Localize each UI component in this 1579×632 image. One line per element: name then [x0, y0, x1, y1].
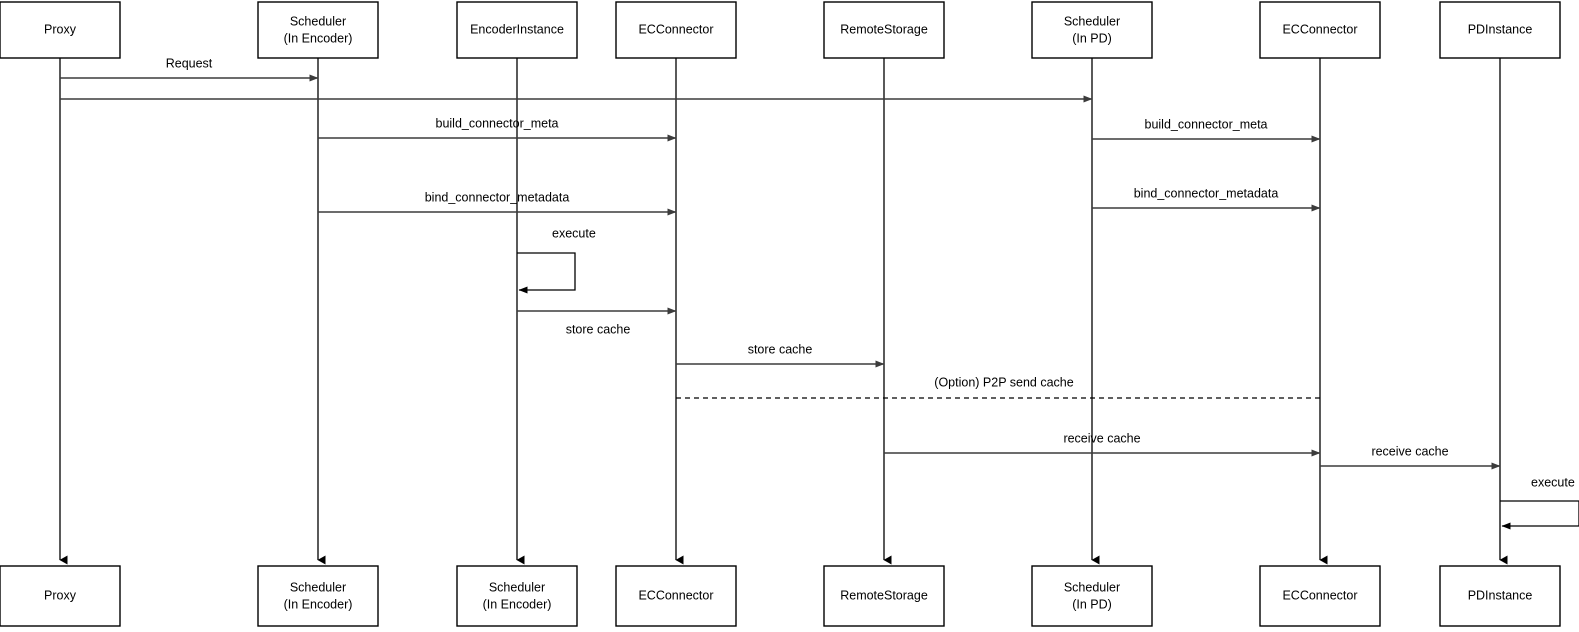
participant-label-line2: (In Encoder)	[284, 597, 353, 611]
message-receive-cache[interactable]: receive cache	[884, 431, 1321, 457]
participant-box-proxy-bottom[interactable]: Proxy	[0, 565, 121, 627]
message-request[interactable]: Request	[60, 56, 319, 82]
participant-box-ecconn_pd-top[interactable]: ECConnector	[1259, 1, 1381, 59]
participant-box-rect	[1439, 565, 1561, 627]
message-label: receive cache	[1063, 431, 1140, 445]
message-label: bind_connector_metadata	[425, 190, 570, 204]
dashed-message--option-p2p-send-cache[interactable]: (Option) P2P send cache	[676, 375, 1320, 399]
message-build-connector-meta[interactable]: build_connector_meta	[1092, 117, 1321, 143]
message-bind-connector-metadata[interactable]: bind_connector_metadata	[318, 190, 677, 216]
participant-label-line1: EncoderInstance	[470, 22, 564, 36]
participant-box-rect	[823, 1, 945, 59]
participant-label-line1: Scheduler	[489, 580, 545, 594]
participant-box-proxy-top[interactable]: Proxy	[0, 1, 121, 59]
participant-label-line1: Scheduler	[290, 580, 346, 594]
participant-box-remote_store-top[interactable]: RemoteStorage	[823, 1, 945, 59]
participant-box-rect	[1031, 565, 1153, 627]
participant-label-line1: RemoteStorage	[840, 22, 928, 36]
participant-box-rect	[0, 1, 121, 59]
participant-box-remote_store-bottom[interactable]: RemoteStorage	[823, 565, 945, 627]
participant-box-ecconn_pd-bottom[interactable]: ECConnector	[1259, 565, 1381, 627]
participant-box-sched_pd-bottom[interactable]: Scheduler (In PD)	[1031, 565, 1153, 627]
participant-label-line2: (In Encoder)	[483, 597, 552, 611]
participant-label-line2: (In PD)	[1072, 31, 1112, 45]
participant-box-rect	[1031, 1, 1153, 59]
participant-box-rect	[615, 1, 737, 59]
message-bind-connector-metadata[interactable]: bind_connector_metadata	[1092, 186, 1321, 212]
participant-box-ecconn_enc-top[interactable]: ECConnector	[615, 1, 737, 59]
message-label: build_connector_meta	[1145, 117, 1268, 131]
participant-label-line1: RemoteStorage	[840, 588, 928, 602]
participant-box-rect	[1259, 565, 1381, 627]
message-build-connector-meta[interactable]: build_connector_meta	[318, 116, 677, 142]
message-store-cache[interactable]: store cache	[676, 342, 885, 368]
self-call-path	[1500, 500, 1579, 530]
participant-label-line2: (In Encoder)	[284, 31, 353, 45]
participant-box-ecconn_enc-bottom[interactable]: ECConnector	[615, 565, 737, 627]
participant-box-encoder_inst-top[interactable]: EncoderInstance	[456, 1, 578, 59]
participant-box-rect	[456, 565, 578, 627]
participant-label-line1: Proxy	[44, 588, 77, 602]
lifelines-layer	[59, 58, 1508, 565]
participant-label-line1: ECConnector	[1282, 22, 1357, 36]
message-label: store cache	[748, 342, 813, 356]
participant-label-line2: (In PD)	[1072, 597, 1112, 611]
message-receive-cache[interactable]: receive cache	[1320, 444, 1501, 470]
self-call-pd_inst[interactable]: execute	[1500, 475, 1579, 530]
self-call-encoder_inst[interactable]: execute	[517, 226, 596, 294]
participant-label-line1: ECConnector	[638, 22, 713, 36]
message-label: receive cache	[1371, 444, 1448, 458]
participant-box-rect	[257, 1, 379, 59]
participant-label-line1: Proxy	[44, 22, 77, 36]
participant-box-rect	[0, 565, 121, 627]
message-label: Request	[166, 56, 213, 70]
participant-box-rect	[615, 565, 737, 627]
self-call-path	[517, 252, 576, 294]
participant-box-rect	[1259, 1, 1381, 59]
message-label: build_connector_meta	[436, 116, 559, 130]
participant-label-line1: Scheduler	[1064, 580, 1120, 594]
participant-label-line1: ECConnector	[1282, 588, 1357, 602]
floating-label: store cache	[566, 322, 631, 336]
participant-label-line1: Scheduler	[290, 14, 346, 28]
participant-box-rect	[257, 565, 379, 627]
participant-label-line1: PDInstance	[1468, 588, 1533, 602]
message-label: bind_connector_metadata	[1134, 186, 1279, 200]
messages-layer: Request build_connector_meta build_connect…	[60, 56, 1579, 530]
dashed-message-label: (Option) P2P send cache	[934, 375, 1073, 389]
participant-box-sched_pd-top[interactable]: Scheduler (In PD)	[1031, 1, 1153, 59]
participant-box-sched_enc-top[interactable]: Scheduler (In Encoder)	[257, 1, 379, 59]
participant-box-pd_inst-bottom[interactable]: PDInstance	[1439, 565, 1561, 627]
participant-box-rect	[1439, 1, 1561, 59]
participant-label-line1: PDInstance	[1468, 22, 1533, 36]
participant-box-sched_enc-bottom[interactable]: Scheduler (In Encoder)	[257, 565, 379, 627]
participant-box-pd_inst-top[interactable]: PDInstance	[1439, 1, 1561, 59]
participant-box-rect	[456, 1, 578, 59]
participant-box-rect	[823, 565, 945, 627]
participant-label-line1: Scheduler	[1064, 14, 1120, 28]
self-call-label: execute	[1531, 475, 1575, 489]
self-call-label: execute	[552, 226, 596, 240]
participant-box-encoder_inst-bottom[interactable]: Scheduler (In Encoder)	[456, 565, 578, 627]
participant-label-line1: ECConnector	[638, 588, 713, 602]
